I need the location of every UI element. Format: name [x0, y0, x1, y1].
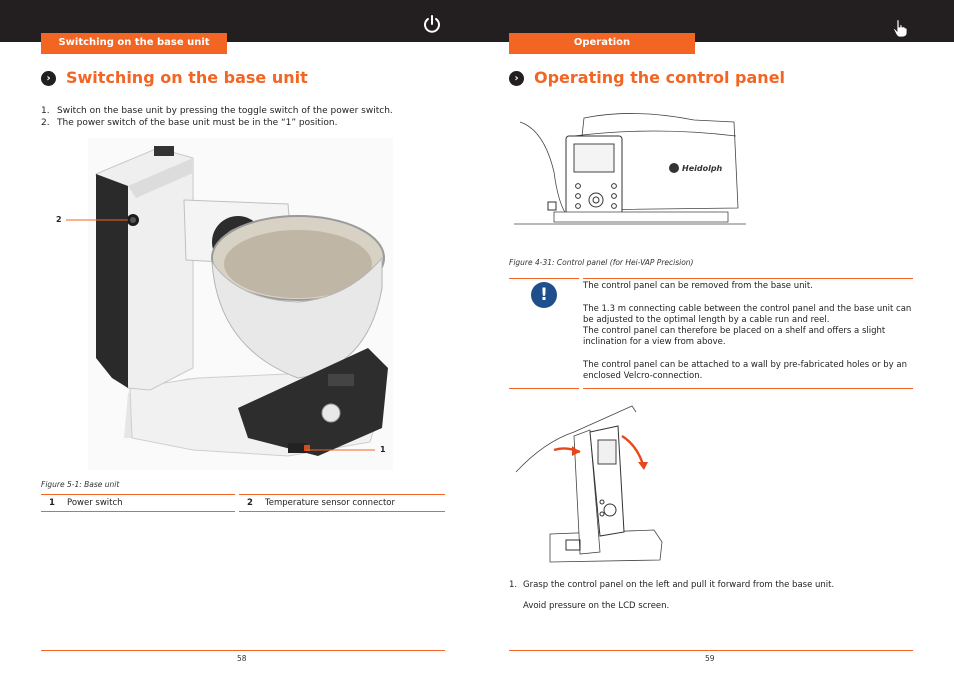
note-paragraph: The control panel can be attached to a w… [583, 360, 908, 382]
heading-right: › Operating the control panel [509, 68, 785, 87]
legend-label: Temperature sensor connector [261, 494, 445, 512]
table-row: 1 Power switch 2 Temperature sensor conn… [41, 494, 445, 512]
note-paragraph: The control panel can be removed from th… [583, 281, 813, 291]
brand-logo-text: Heidolph [682, 164, 723, 173]
legend-key: 1 [41, 494, 63, 512]
note-paragraph: The 1.3 m connecting cable between the c… [583, 303, 912, 348]
panel-removal-figure [515, 405, 663, 563]
base-unit-photo [88, 138, 393, 470]
steps-list: 1. Switch on the base unit by pressing t… [41, 105, 441, 129]
footer-rule-right [509, 650, 913, 651]
power-icon [424, 15, 440, 33]
page-number-left: 58 [237, 654, 247, 663]
chevron-right-icon: › [509, 71, 524, 86]
callout-1: 1 [380, 445, 386, 454]
list-item: 2. The power switch of the base unit mus… [41, 117, 441, 129]
step-number: 1. [41, 106, 50, 116]
right-step: 1. Grasp the control panel on the left a… [509, 580, 913, 612]
section-tab-left: Switching on the base unit [41, 33, 227, 54]
legend-label: Power switch [63, 494, 235, 512]
figure-caption-left: Figure 5-1: Base unit [41, 480, 120, 489]
step-number: 2. [41, 118, 50, 128]
legend-table: 1 Power switch 2 Temperature sensor conn… [41, 494, 445, 512]
heading-left: › Switching on the base unit [41, 68, 308, 87]
callout-2: 2 [56, 215, 62, 224]
figure-caption-right: Figure 4-31: Control panel (for Hei-VAP … [509, 258, 694, 267]
step-text: Grasp the control panel on the left and … [523, 580, 835, 590]
list-item: 1. Switch on the base unit by pressing t… [41, 105, 441, 117]
page-number-right: 59 [705, 654, 715, 663]
step-subtext: Avoid pressure on the LCD screen. [523, 601, 670, 611]
chevron-right-icon: › [41, 71, 56, 86]
step-text: Switch on the base unit by pressing the … [57, 106, 393, 116]
heading-right-text: Operating the control panel [534, 68, 786, 87]
note-box: ! The control panel can be removed from … [509, 278, 913, 390]
step-number: 1. [509, 580, 518, 590]
note-text: The control panel can be removed from th… [583, 281, 913, 394]
exclamation-icon: ! [531, 282, 557, 308]
heading-left-text: Switching on the base unit [66, 68, 308, 87]
footer-rule-left [41, 650, 445, 651]
step-text: The power switch of the base unit must b… [57, 118, 338, 128]
section-tab-right: Operation [509, 33, 695, 54]
legend-key: 2 [239, 494, 261, 512]
hand-pointer-icon [893, 19, 908, 38]
control-panel-figure: Heidolph [514, 113, 746, 225]
